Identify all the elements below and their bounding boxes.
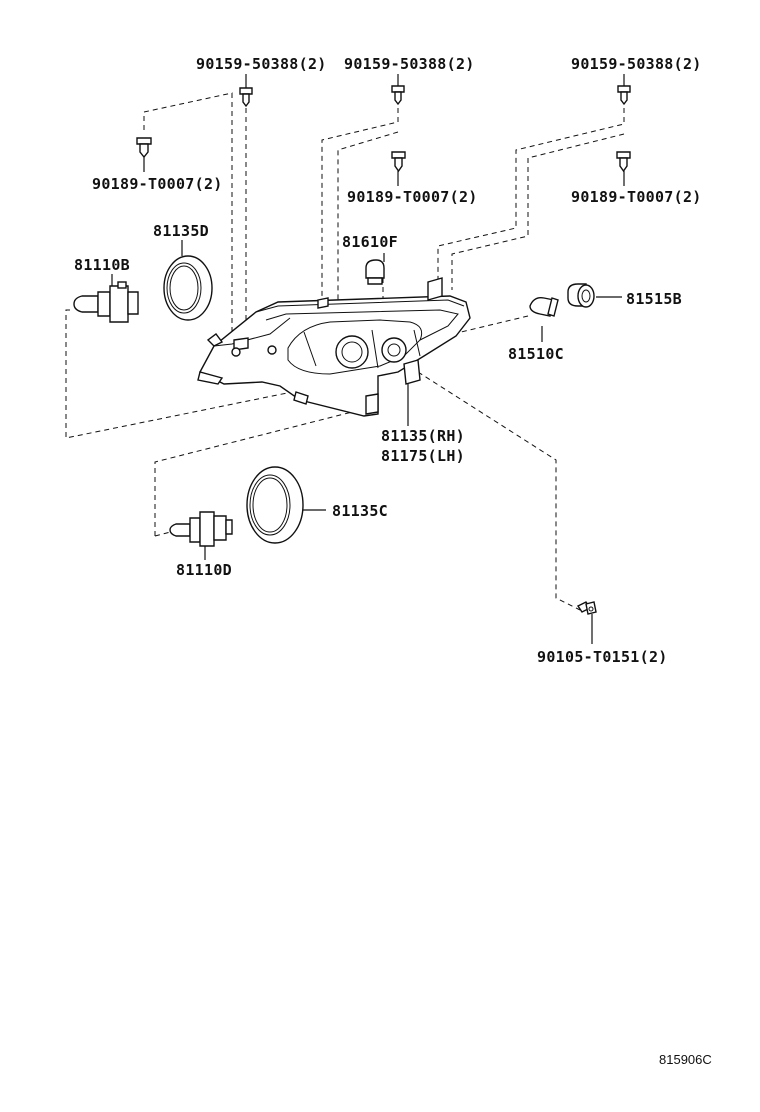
screw-bottom-icon (576, 601, 597, 644)
bulb-upper-icon (73, 274, 139, 323)
label-bulb-right: 81510C (508, 345, 564, 363)
bolt-left-icon (239, 74, 253, 108)
bulb-lower-icon (169, 511, 233, 560)
bolt-mid-icon (391, 74, 405, 106)
label-screw-bottom: 90105-T0151(2) (537, 648, 668, 666)
reference-code: 815906C (659, 1052, 712, 1067)
screw-left-icon (136, 137, 152, 172)
seal-lower-icon (246, 466, 326, 544)
label-seal-lower: 81135C (332, 502, 388, 520)
label-seal-upper: 81135D (153, 222, 209, 240)
label-socket-right: 81515B (626, 290, 682, 308)
socket-right-icon (567, 283, 622, 308)
bolt-right-icon (617, 74, 631, 106)
label-small-bulb: 81610F (342, 233, 398, 251)
small-bulb-icon (365, 253, 385, 285)
label-bulb-lower: 81110D (176, 561, 232, 579)
screw-right-icon (616, 151, 631, 186)
label-bolt-right: 90159-50388(2) (571, 55, 702, 73)
headlamp-unit-icon (197, 277, 471, 426)
seal-upper-icon (163, 240, 213, 321)
label-unit-rh: 81135(RH) (381, 427, 465, 445)
label-screw-mid: 90189-T0007(2) (347, 188, 478, 206)
bulb-right-icon (529, 296, 559, 342)
label-bolt-left: 90159-50388(2) (196, 55, 327, 73)
label-screw-right: 90189-T0007(2) (571, 188, 702, 206)
label-unit-lh: 81175(LH) (381, 447, 465, 465)
label-bolt-mid: 90159-50388(2) (344, 55, 475, 73)
screw-mid-icon (391, 151, 406, 186)
label-screw-left: 90189-T0007(2) (92, 175, 223, 193)
label-bulb-upper: 81110B (74, 256, 130, 274)
